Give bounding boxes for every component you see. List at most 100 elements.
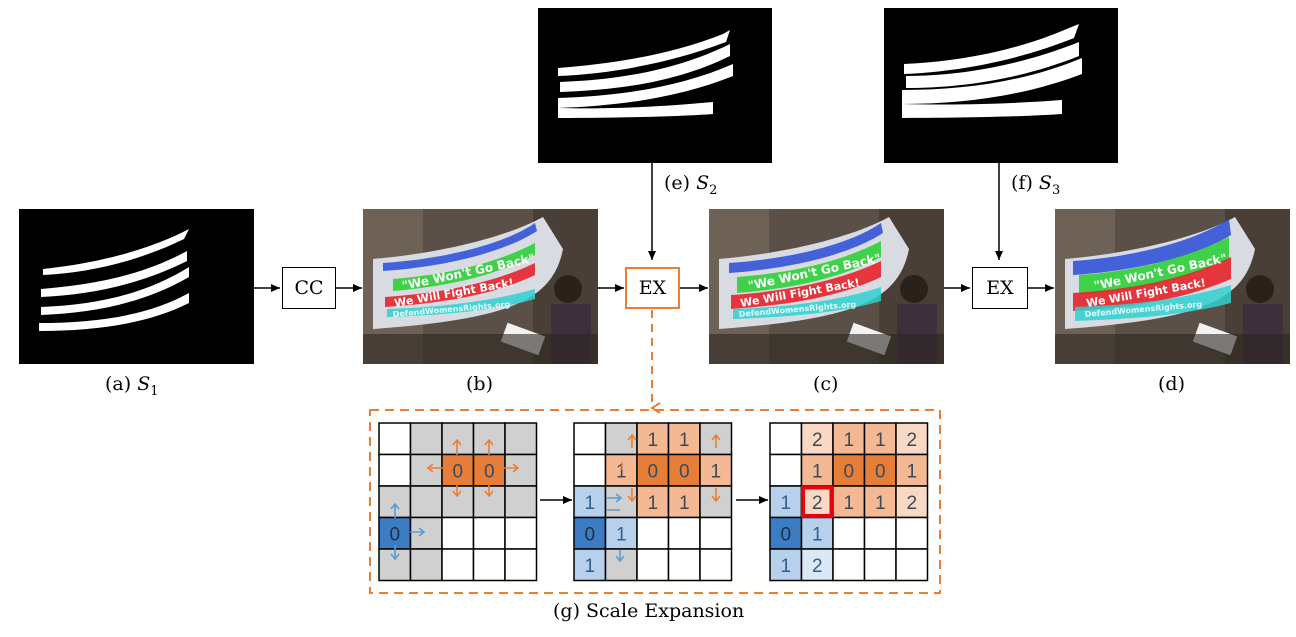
- grid-cell-label: 1: [906, 461, 917, 482]
- grid-cell-label: 2: [906, 493, 917, 514]
- photo-c: "We Won't Go Back" We Will Fight Back! D…: [709, 209, 944, 364]
- grid-cell: [378, 453, 412, 487]
- conflict-highlight: [801, 485, 834, 518]
- grid-cell: [769, 422, 803, 456]
- grid-cell: [573, 453, 607, 487]
- grid-cell: [895, 422, 929, 456]
- grid-cell-label: 0: [647, 461, 658, 482]
- caption-f: (f) S3: [1011, 172, 1060, 198]
- expansion-arrows: [390, 433, 721, 563]
- caption-a: (a) S1: [105, 373, 159, 399]
- caption-f-prefix: (f): [1011, 172, 1039, 194]
- grid-cell-label: 1: [647, 430, 658, 451]
- grid-cell: [895, 548, 929, 582]
- grid-cell: [667, 548, 701, 582]
- grid-cell-label: 0: [780, 524, 791, 545]
- caption-f-sub: 3: [1051, 182, 1061, 198]
- grid-cell: [409, 516, 443, 550]
- caption-b: (b): [466, 373, 493, 395]
- caption-a-sub: 1: [150, 383, 159, 399]
- grid-cell: [800, 516, 834, 550]
- caption-e-var: S: [696, 172, 710, 194]
- grid-cell-label: 0: [843, 461, 854, 482]
- mask-s1-shapes: [39, 229, 189, 331]
- grid-cell-label: 1: [679, 430, 690, 451]
- grid-cell: [895, 516, 929, 550]
- grid-cell: [636, 453, 670, 487]
- grid-cell: [504, 453, 538, 487]
- grid-cell: [573, 548, 607, 582]
- grid-cell: [699, 548, 733, 582]
- grid-cell-label: 0: [452, 461, 463, 482]
- grid-cell: [769, 485, 803, 519]
- grid-cell: [504, 516, 538, 550]
- grid-cell: [667, 516, 701, 550]
- grid-cell: [636, 516, 670, 550]
- grid-cell: [636, 548, 670, 582]
- grid-cell: [636, 422, 670, 456]
- grid-cell: [573, 422, 607, 456]
- grid-cell: [378, 422, 412, 456]
- grid-cell: [863, 516, 897, 550]
- grid-cell: [472, 516, 506, 550]
- photo-b: "We Won't Go Back" We Will Fight Back! D…: [363, 209, 598, 364]
- caption-a-var: S: [137, 373, 151, 395]
- scale-expansion-frame: [369, 409, 941, 594]
- grid-cell: [832, 516, 866, 550]
- grid-cell: [409, 485, 443, 519]
- grid-cell-label: 0: [584, 524, 595, 545]
- grid-cell: [863, 485, 897, 519]
- grid-cell: [504, 548, 538, 582]
- grid-cell-label: 0: [875, 461, 886, 482]
- grid-cell: [667, 485, 701, 519]
- grid-cell-label: 1: [875, 430, 886, 451]
- grid-cell-label: 1: [780, 556, 791, 577]
- mask-s3-shapes: [902, 24, 1082, 118]
- grid-cell-label: 0: [484, 461, 495, 482]
- photo-d: "We Won't Go Back" We Will Fight Back! D…: [1055, 209, 1290, 364]
- grid-cell: [504, 485, 538, 519]
- photo-d-image: "We Won't Go Back" We Will Fight Back! D…: [1055, 209, 1290, 364]
- grid-cell-label: 2: [812, 556, 823, 577]
- caption-e-sub: 2: [709, 182, 718, 198]
- grid-cell-label: 1: [710, 461, 721, 482]
- grid-cell-label: 1: [843, 493, 854, 514]
- grid-cell: [409, 422, 443, 456]
- photo-c-image: "We Won't Go Back" We Will Fight Back! D…: [709, 209, 944, 364]
- grid-cell-label: 1: [616, 524, 627, 545]
- cc-block: CC: [282, 267, 336, 309]
- grid-cell: [441, 548, 475, 582]
- caption-g: (g) Scale Expansion: [553, 600, 745, 622]
- grid-cell-label: 1: [616, 461, 627, 482]
- grid-cell-label: 2: [812, 493, 823, 514]
- ex-block-1: EX: [625, 267, 680, 309]
- grid-cell-label: 2: [812, 430, 823, 451]
- caption-f-var: S: [1038, 172, 1052, 194]
- grid-cell: [832, 422, 866, 456]
- grid-cell: [573, 485, 607, 519]
- grid-cell-label: 1: [584, 493, 595, 514]
- grid-cell: [573, 516, 607, 550]
- grid-cell-label: 1: [679, 493, 690, 514]
- caption-c: (c): [813, 373, 839, 395]
- grid-cell: [699, 516, 733, 550]
- grid-cell: [863, 548, 897, 582]
- grid-cell: [604, 453, 638, 487]
- grid-cell-label: 1: [647, 493, 658, 514]
- grid-cell-label: 1: [812, 461, 823, 482]
- grid-cell: [769, 453, 803, 487]
- caption-a-prefix: (a): [105, 373, 138, 395]
- grid-cell-label: 0: [389, 524, 400, 545]
- grid-cell: [441, 516, 475, 550]
- mask-s1: [19, 209, 254, 364]
- grid-cell: [472, 548, 506, 582]
- grid-cell: [504, 422, 538, 456]
- grid-cell: [604, 548, 638, 582]
- ex-block-2: EX: [972, 267, 1028, 309]
- photo-b-image: "We Won't Go Back" We Will Fight Back! D…: [363, 209, 598, 364]
- grid-cell-label: 1: [843, 430, 854, 451]
